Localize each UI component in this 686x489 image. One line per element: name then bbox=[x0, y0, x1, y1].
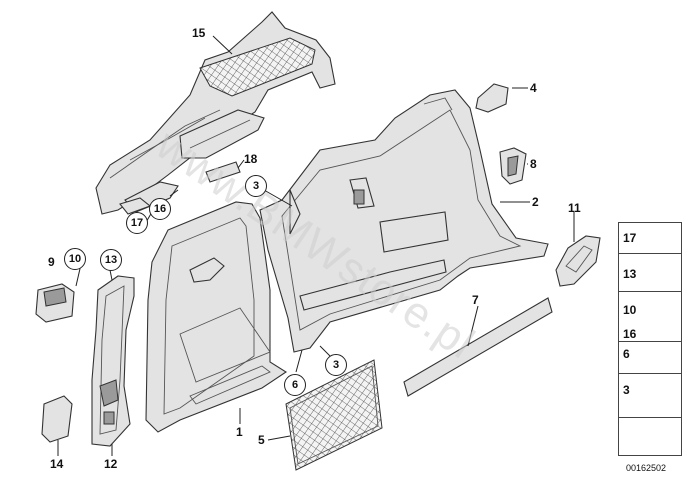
callout-16: 16 bbox=[149, 198, 171, 220]
label-2: 2 bbox=[532, 195, 539, 209]
callout-10: 10 bbox=[64, 248, 86, 270]
callout-17: 17 bbox=[126, 212, 148, 234]
legend-divider bbox=[619, 291, 681, 292]
legend-label-16: 16 bbox=[623, 327, 637, 341]
legend-divider bbox=[619, 253, 681, 254]
part-18-clip bbox=[205, 161, 241, 183]
callout-13: 13 bbox=[100, 249, 122, 271]
legend-divider bbox=[619, 373, 681, 374]
part-9-switch bbox=[35, 283, 75, 323]
legend-label-6: 6 bbox=[623, 347, 630, 361]
legend-label-10: 10 bbox=[623, 303, 637, 317]
label-8: 8 bbox=[530, 157, 537, 171]
part-8-hook-cover bbox=[499, 147, 527, 185]
label-11: 11 bbox=[568, 201, 581, 215]
legend-label-13: 13 bbox=[623, 267, 637, 281]
diagram-id: 00162502 bbox=[626, 463, 667, 473]
label-1: 1 bbox=[236, 425, 243, 439]
legend-label-3: 3 bbox=[623, 383, 630, 397]
part-14-cover bbox=[41, 395, 73, 443]
legend-divider bbox=[619, 417, 681, 418]
label-7: 7 bbox=[472, 293, 479, 307]
part-7-strip bbox=[403, 297, 553, 397]
callout-6: 6 bbox=[284, 374, 306, 396]
label-18: 18 bbox=[244, 152, 258, 166]
label-12: 12 bbox=[104, 457, 118, 471]
callout-3-lower: 3 bbox=[325, 354, 347, 376]
part-11-socket-bracket bbox=[555, 235, 601, 287]
callout-3-upper: 3 bbox=[245, 175, 267, 197]
part-5-luggage-net bbox=[285, 359, 383, 471]
label-15: 15 bbox=[192, 26, 206, 40]
legend-label-17: 17 bbox=[623, 231, 637, 245]
part-4-handle-cover bbox=[475, 83, 509, 113]
part-1-lower-trim bbox=[145, 201, 288, 433]
label-14: 14 bbox=[50, 457, 64, 471]
label-5: 5 bbox=[258, 433, 265, 447]
part-15-upper-trim bbox=[95, 11, 336, 215]
fastener-legend: 17 13 10 16 6 3 bbox=[618, 222, 682, 456]
part-12-pillar-trim bbox=[91, 275, 135, 447]
legend-divider bbox=[619, 341, 681, 342]
label-4: 4 bbox=[530, 81, 537, 95]
label-9: 9 bbox=[48, 255, 55, 269]
